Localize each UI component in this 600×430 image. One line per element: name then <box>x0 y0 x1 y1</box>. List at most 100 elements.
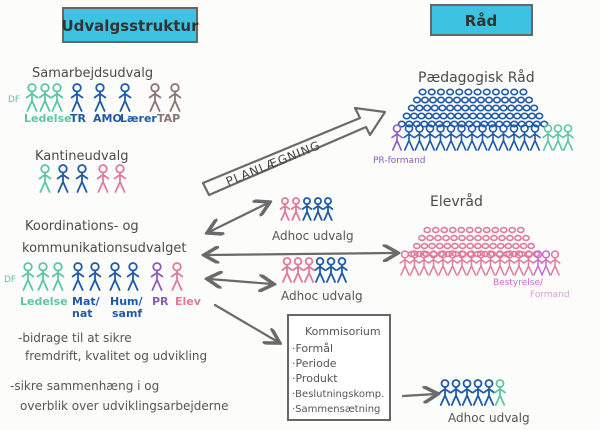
crowd-head-icon <box>472 120 481 128</box>
stick-figure-icon <box>113 164 127 193</box>
bullet-text: overblik over udviklingsarbejderne <box>20 399 228 413</box>
crowd-head-icon <box>519 242 528 250</box>
crowd-head-icon <box>484 96 494 104</box>
elevraad-crowd <box>399 226 561 276</box>
crowd-head-icon <box>483 112 492 120</box>
header-title: Udvalgsstruktur <box>61 17 199 35</box>
crowd-head-icon <box>499 226 508 234</box>
crowd-head-icon <box>424 112 433 120</box>
upper-adhoc-label: Adhoc udvalg <box>272 229 354 243</box>
member-label: TR <box>70 112 87 125</box>
member-label: Elev <box>175 295 202 308</box>
crowd-head-icon <box>430 104 439 112</box>
crowd-head-icon <box>510 88 519 96</box>
crowd-head-icon <box>520 112 529 120</box>
crowd-head-icon <box>490 234 498 242</box>
crowd-head-icon <box>448 226 457 234</box>
stick-figure-icon <box>522 250 535 276</box>
crowd-head-icon <box>500 96 510 104</box>
stick-figure-icon <box>292 257 304 283</box>
bullet-text: fremdrift, kvalitet og udvikling <box>25 349 207 363</box>
kommisorium-item: ·Produkt <box>292 372 338 385</box>
crowd-head-icon <box>418 234 426 242</box>
lower-adhoc-label: Adhoc udvalg <box>281 289 363 303</box>
crowd-head-icon <box>505 112 514 120</box>
bottom-adhoc-label: Adhoc udvalg <box>448 411 530 425</box>
crowd-head-icon <box>423 104 432 112</box>
crowd-head-icon <box>480 120 489 128</box>
stick-figure-icon <box>418 250 430 276</box>
bullet-text: -sikre sammenhæng i og <box>10 379 159 393</box>
crowd-head-icon <box>451 242 459 250</box>
crowd-head-icon <box>522 234 530 242</box>
crowd-head-icon <box>524 96 534 104</box>
stick-figure-icon <box>56 164 70 193</box>
crowd-head-icon <box>455 88 464 96</box>
crowd-head-icon <box>440 226 449 234</box>
crowd-head-icon <box>527 112 537 120</box>
stick-figure-icon <box>497 124 510 151</box>
stick-figure-icon <box>322 197 334 221</box>
crowd-head-icon <box>423 226 432 234</box>
crowd-head-icon <box>457 226 466 234</box>
stick-figure-icon <box>494 379 506 406</box>
stick-figure-icon <box>336 257 348 283</box>
stick-figure-icon <box>483 379 495 406</box>
crowd-head-icon <box>491 104 501 112</box>
stick-figure-icon <box>51 262 65 291</box>
crowd-head-icon <box>519 88 528 96</box>
member-label: Lærer <box>120 112 157 125</box>
crowd-head-icon <box>438 104 447 112</box>
kantineudvalg-members <box>38 164 127 193</box>
crowd-head-icon <box>426 234 434 242</box>
stick-figure-icon <box>279 197 291 221</box>
stick-figure-icon <box>455 124 468 151</box>
crowd-head-icon <box>431 226 440 234</box>
crowd-head-icon <box>444 96 454 104</box>
stick-figure-icon <box>25 83 39 112</box>
stick-figure-icon <box>456 250 468 276</box>
kommisorium-item: ·Formål <box>292 342 333 355</box>
crowd-head-icon <box>496 242 505 250</box>
member-label: nat <box>72 307 93 320</box>
crowd-head-icon <box>464 88 473 96</box>
crowd-head-icon <box>407 104 416 112</box>
crowd-head-icon <box>498 112 507 120</box>
stick-figure-icon <box>168 83 182 112</box>
crowd-head-icon <box>513 112 522 120</box>
member-label: PR <box>152 295 169 308</box>
crowd-head-icon <box>417 112 426 120</box>
stick-figure-icon <box>562 124 574 151</box>
stick-figure-icon <box>487 124 499 151</box>
crowd-head-icon <box>412 242 421 250</box>
stick-figure-icon <box>408 250 421 276</box>
crowd-head-icon <box>504 242 513 250</box>
stick-figure-icon <box>446 250 459 276</box>
crowd-head-icon <box>514 234 522 242</box>
crowd-head-icon <box>508 96 518 104</box>
crowd-head-icon <box>492 96 502 104</box>
arrow-to-lower-adhoc <box>209 279 272 284</box>
crowd-head-icon <box>439 112 448 120</box>
crowd-head-icon <box>420 120 429 128</box>
crowd-head-icon <box>432 112 441 120</box>
crowd-head-icon <box>530 104 539 112</box>
crowd-head-icon <box>436 88 446 96</box>
stick-figure-icon <box>472 379 484 406</box>
header-udvalgsstruktur: Udvalgsstruktur <box>61 7 199 43</box>
stick-figure-icon <box>325 257 337 283</box>
crowd-head-icon <box>466 234 474 242</box>
crowd-head-icon <box>481 250 489 258</box>
stick-figure-icon <box>301 197 313 221</box>
stick-figure-icon <box>424 124 436 151</box>
stick-figure-icon <box>75 164 89 193</box>
stick-figure-icon <box>403 124 415 151</box>
crowd-head-icon <box>444 250 453 258</box>
crowd-head-icon <box>461 104 470 112</box>
kantineudvalg-title: Kantineudvalg <box>35 149 128 164</box>
header-title: Råd <box>465 12 497 30</box>
samarbejdsudvalg-members <box>25 83 182 112</box>
bullet-text: -bidrage til at sikre <box>18 331 132 345</box>
